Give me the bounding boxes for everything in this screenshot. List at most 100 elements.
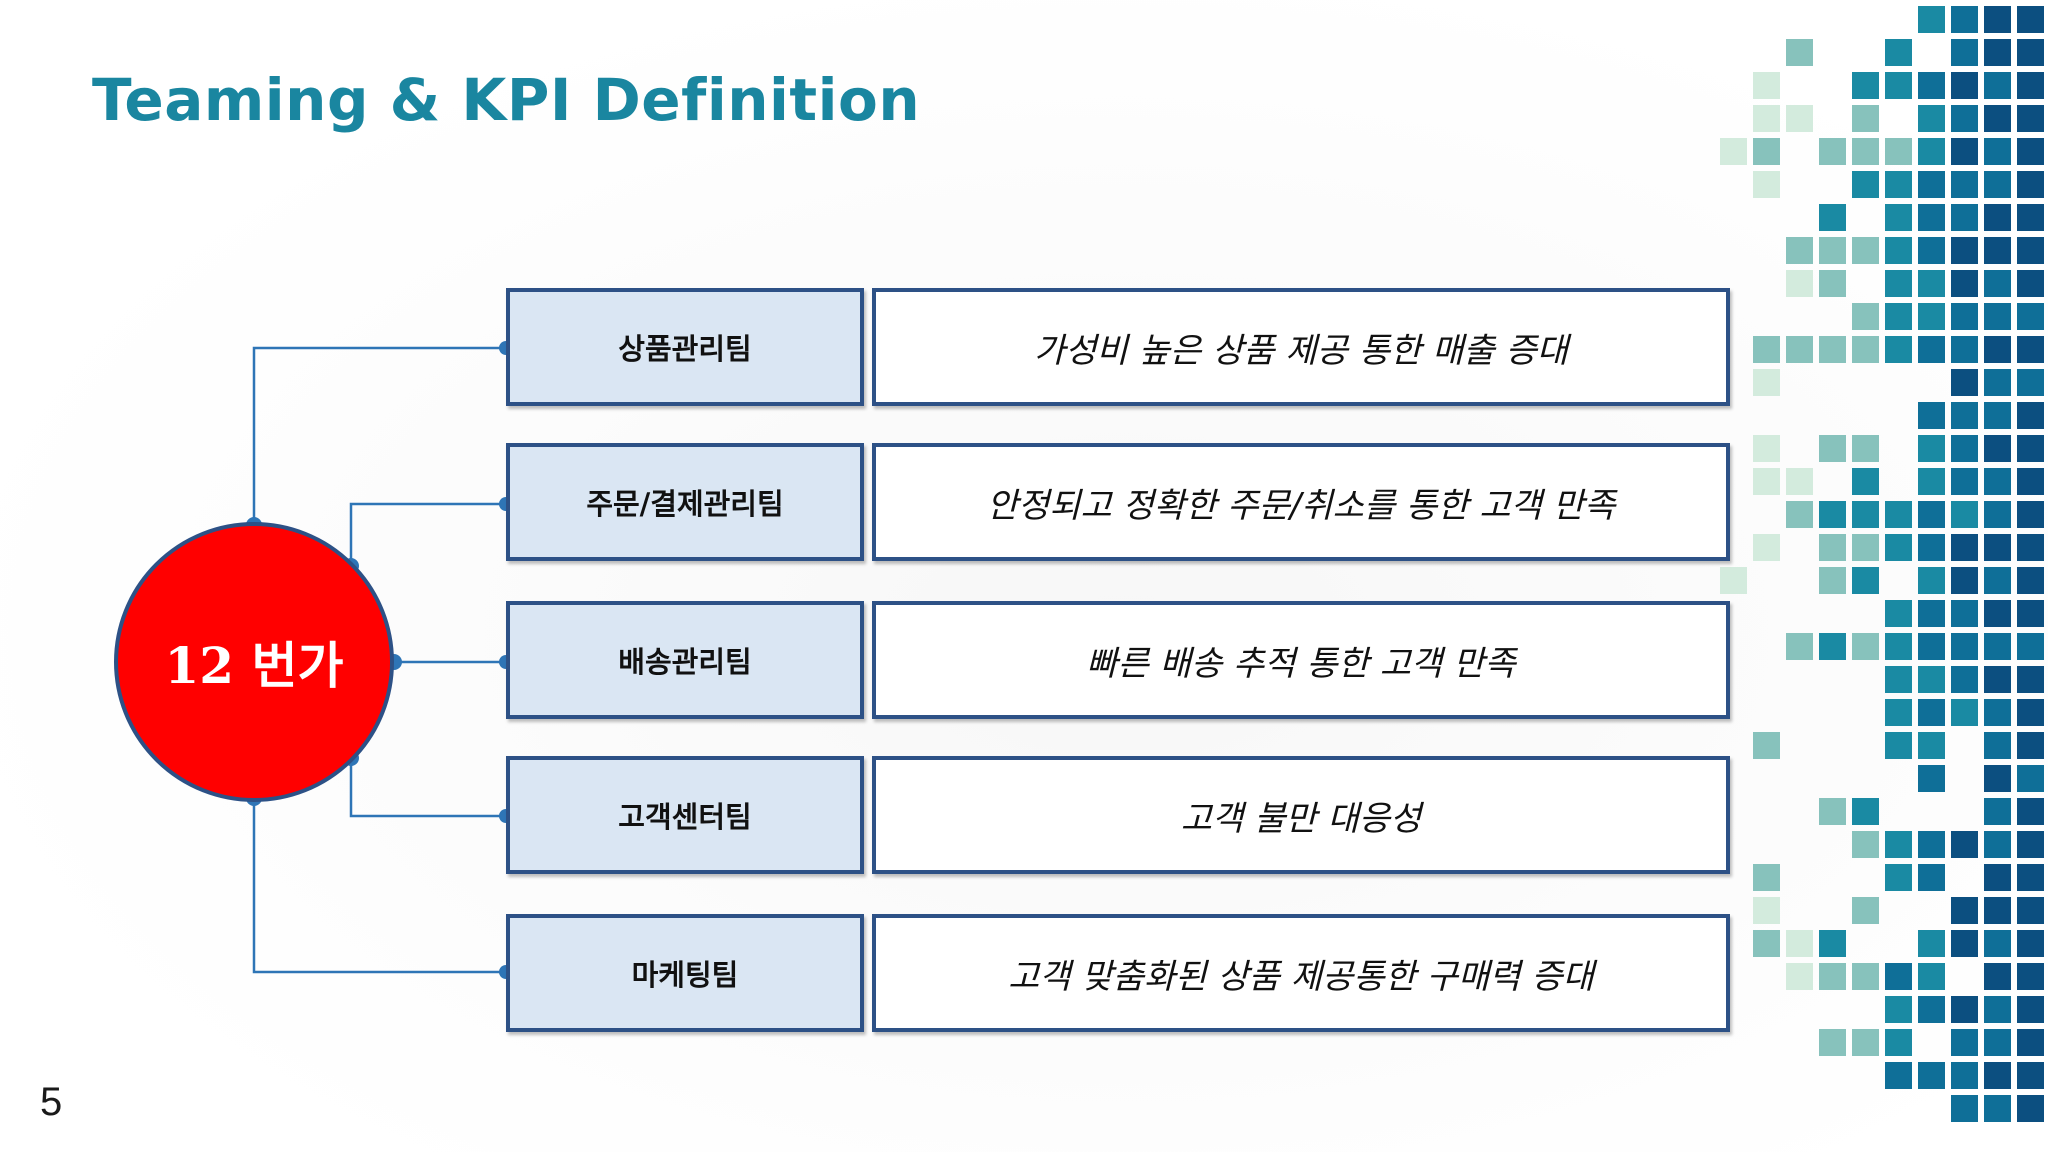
mosaic-tile <box>1951 897 1978 924</box>
team-box: 마케팅팀 <box>506 914 864 1032</box>
mosaic-tile <box>2017 435 2044 462</box>
mosaic-tile <box>1984 1095 2011 1122</box>
kpi-label: 가성비 높은 상품 제공 통한 매출 증대 <box>1033 330 1569 371</box>
mosaic-tile <box>1852 72 1879 99</box>
mosaic-tile <box>1918 501 1945 528</box>
mosaic-tile <box>1786 39 1813 66</box>
mosaic-tile <box>1753 171 1780 198</box>
slide-title: Teaming & KPI Definition <box>92 66 921 134</box>
mosaic-tile <box>1984 501 2011 528</box>
mosaic-tile <box>1786 270 1813 297</box>
connector-line <box>349 502 506 566</box>
mosaic-tile <box>2017 699 2044 726</box>
connector-line <box>252 346 506 525</box>
mosaic-tile <box>2017 864 2044 891</box>
mosaic-tile <box>1819 633 1846 660</box>
mosaic-tile <box>1819 1029 1846 1056</box>
mosaic-tile <box>1753 138 1780 165</box>
mosaic-tile <box>2017 237 2044 264</box>
mosaic-tile <box>1918 6 1945 33</box>
mosaic-tile <box>1819 963 1846 990</box>
mosaic-tile <box>1885 633 1912 660</box>
mosaic-tile <box>2017 666 2044 693</box>
mosaic-tile <box>1918 963 1945 990</box>
kpi-box: 고객 불만 대응성 <box>872 756 1730 874</box>
mosaic-tile <box>1918 72 1945 99</box>
mosaic-tile <box>1984 963 2011 990</box>
mosaic-tile <box>2017 831 2044 858</box>
mosaic-tile <box>2017 1029 2044 1056</box>
mosaic-tile <box>1984 534 2011 561</box>
mosaic-tile <box>1951 666 1978 693</box>
mosaic-tile <box>1852 336 1879 363</box>
mosaic-tile <box>1852 963 1879 990</box>
mosaic-tile <box>1984 105 2011 132</box>
mosaic-tile <box>1819 237 1846 264</box>
mosaic-tile <box>2017 600 2044 627</box>
mosaic-tile <box>1951 633 1978 660</box>
mosaic-tile <box>1885 831 1912 858</box>
mosaic-tile <box>1753 435 1780 462</box>
mosaic-tile <box>1984 666 2011 693</box>
mosaic-tile <box>1951 699 1978 726</box>
mosaic-tile <box>1819 138 1846 165</box>
mosaic-tile <box>1951 996 1978 1023</box>
mosaic-tile <box>1984 138 2011 165</box>
mosaic-tile <box>1885 39 1912 66</box>
mosaic-tile <box>1819 204 1846 231</box>
mosaic-tile <box>1885 171 1912 198</box>
mosaic-tile <box>1753 468 1780 495</box>
mosaic-tile <box>1951 402 1978 429</box>
mosaic-tile <box>2017 897 2044 924</box>
mosaic-tile <box>1951 831 1978 858</box>
mosaic-tile <box>1918 996 1945 1023</box>
mosaic-tile <box>2017 402 2044 429</box>
mosaic-tile <box>1852 567 1879 594</box>
team-box: 고객센터팀 <box>506 756 864 874</box>
mosaic-tile <box>1951 270 1978 297</box>
mosaic-tile <box>1984 1029 2011 1056</box>
mosaic-tile <box>1984 336 2011 363</box>
mosaic-tile <box>1984 600 2011 627</box>
mosaic-tile <box>1885 72 1912 99</box>
connector-line <box>349 758 506 818</box>
mosaic-tile <box>1984 171 2011 198</box>
mosaic-tile <box>1852 897 1879 924</box>
hub-circle: 12 번가 <box>114 522 394 802</box>
mosaic-tile <box>1951 138 1978 165</box>
team-box: 배송관리팀 <box>506 601 864 719</box>
mosaic-tile <box>1852 831 1879 858</box>
mosaic-tile <box>1819 435 1846 462</box>
mosaic-tile <box>1885 303 1912 330</box>
mosaic-tile <box>1951 39 1978 66</box>
mosaic-tile <box>1951 303 1978 330</box>
mosaic-tile <box>1852 171 1879 198</box>
kpi-label: 고객 불만 대응성 <box>1180 798 1422 839</box>
mosaic-tile <box>1951 1062 1978 1089</box>
mosaic-tile <box>1852 501 1879 528</box>
mosaic-tile <box>2017 369 2044 396</box>
mosaic-tile <box>1984 930 2011 957</box>
team-label: 배송관리팀 <box>618 645 752 679</box>
mosaic-tile <box>1918 105 1945 132</box>
mosaic-tile <box>1951 336 1978 363</box>
mosaic-tile <box>1786 237 1813 264</box>
mosaic-tile <box>1885 534 1912 561</box>
mosaic-tile <box>1984 996 2011 1023</box>
mosaic-tile <box>2017 72 2044 99</box>
mosaic-tile <box>1885 138 1912 165</box>
mosaic-tile <box>1984 468 2011 495</box>
mosaic-tile <box>1951 435 1978 462</box>
mosaic-tile <box>1753 72 1780 99</box>
mosaic-tile <box>1951 72 1978 99</box>
mosaic-tile <box>1918 270 1945 297</box>
mosaic-tile <box>1852 303 1879 330</box>
mosaic-tile <box>1984 732 2011 759</box>
mosaic-tile <box>1885 732 1912 759</box>
mosaic-tile <box>1984 270 2011 297</box>
mosaic-tile <box>1984 798 2011 825</box>
team-box: 주문/결제관리팀 <box>506 443 864 561</box>
mosaic-tile <box>1951 468 1978 495</box>
mosaic-tile <box>2017 468 2044 495</box>
team-box: 상품관리팀 <box>506 288 864 406</box>
